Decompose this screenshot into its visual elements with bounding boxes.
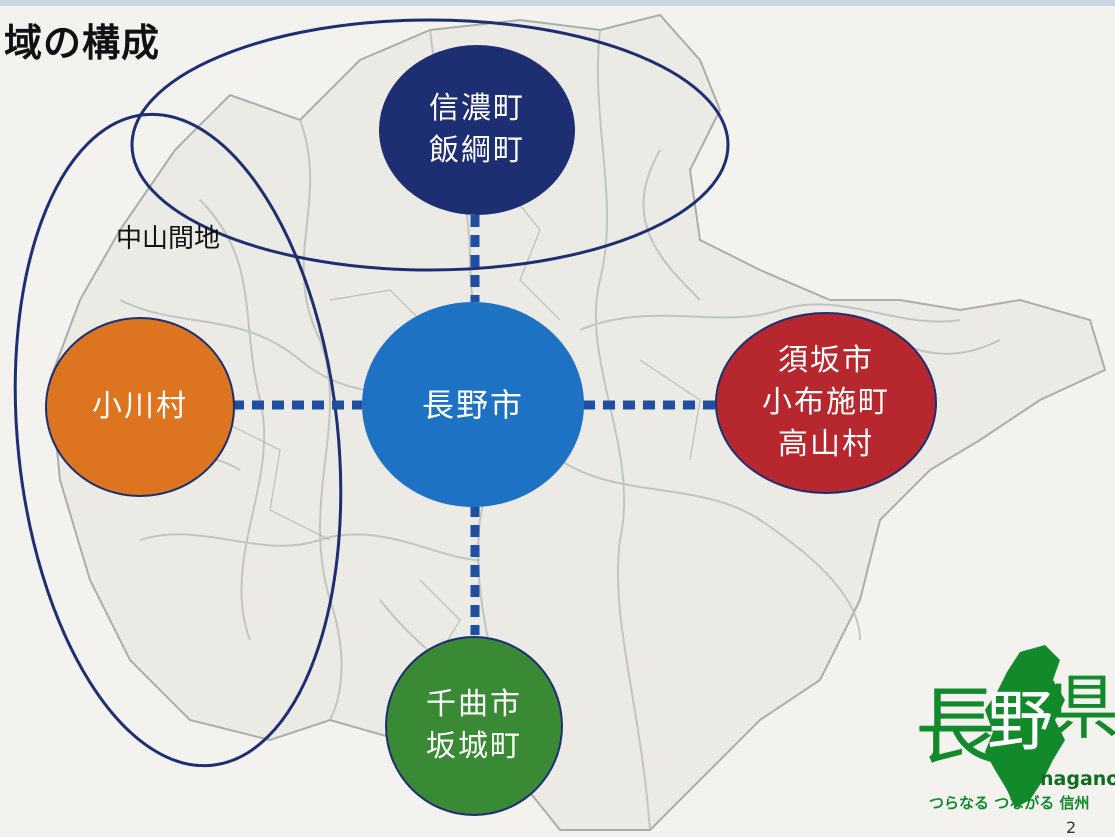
node-center: 長野市 bbox=[362, 302, 584, 507]
node-west: 小川村 bbox=[45, 317, 235, 497]
logo-tagline: つらなる つながる 信州 bbox=[929, 794, 1090, 812]
node-east-line1: 須坂市 bbox=[778, 343, 874, 378]
node-west-line1: 小川村 bbox=[92, 389, 188, 424]
node-north: 信濃町 飯綱町 bbox=[379, 45, 575, 215]
node-south-line1: 千曲市 bbox=[426, 687, 522, 722]
node-east: 須坂市 小布施町 高山村 bbox=[715, 312, 937, 494]
node-center-line1: 長野市 bbox=[421, 385, 524, 424]
logo-kanji-2: 野 bbox=[987, 683, 1053, 760]
page-title: 域の構成 bbox=[4, 21, 161, 65]
node-east-line3: 高山村 bbox=[778, 427, 874, 462]
node-north-line2: 飯綱町 bbox=[429, 133, 525, 168]
node-east-line2: 小布施町 bbox=[762, 385, 890, 420]
node-south: 千曲市 坂城町 bbox=[385, 636, 563, 816]
logo-brand-text: nagano bbox=[1040, 768, 1115, 790]
node-south-line2: 坂城町 bbox=[426, 729, 522, 764]
page-number: 2 bbox=[1066, 818, 1077, 837]
nagano-logo: 長 野 県 nagano つらなる つながる 信州 bbox=[915, 640, 1115, 830]
hilly-area-label: 中山間地 bbox=[116, 224, 221, 254]
node-north-line1: 信濃町 bbox=[429, 91, 525, 126]
northern-area-ellipse bbox=[130, 18, 730, 272]
connectors bbox=[232, 215, 715, 635]
prefecture-silhouette-icon bbox=[985, 645, 1065, 808]
logo-kanji-1: 長 bbox=[915, 678, 1000, 776]
logo-kanji-3: 県 bbox=[1049, 667, 1115, 749]
hilly-area-ellipse bbox=[13, 112, 343, 768]
